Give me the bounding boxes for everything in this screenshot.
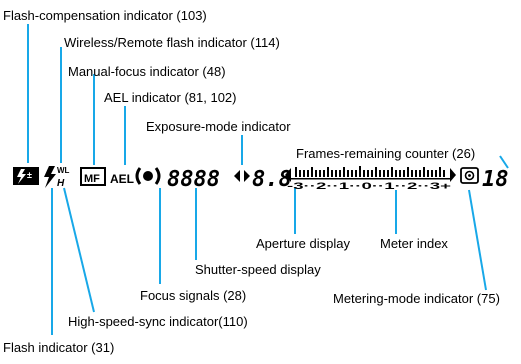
- wireless-remote-wl-text: WL: [57, 166, 70, 175]
- shutter-speed-digits: 8888: [167, 167, 220, 192]
- label-focus-signals: Focus signals (28): [140, 288, 246, 303]
- aperture-digits: 8.8: [252, 167, 292, 192]
- manual-focus-icon: [80, 167, 106, 186]
- leader-lines: [27, 24, 509, 335]
- label-wireless-remote: Wireless/Remote flash indicator (114): [64, 35, 280, 50]
- label-ael: AEL indicator (81, 102): [104, 90, 236, 105]
- metering-mode-icon: [460, 167, 479, 184]
- label-aperture-display: Aperture display: [256, 236, 350, 251]
- leader-high-speed-sync: [63, 187, 95, 313]
- label-flash-compensation: Flash-compensation indicator (103): [3, 8, 207, 23]
- manual-focus-mf-text: MF: [84, 173, 100, 185]
- label-shutter-speed: Shutter-speed display: [195, 262, 321, 277]
- label-manual-focus: Manual-focus indicator (48): [68, 64, 226, 79]
- label-high-speed-sync: High-speed-sync indicator(110): [68, 314, 248, 329]
- leader-frames-remaining: [499, 155, 509, 169]
- label-frames-remaining: Frames-remaining counter (26): [296, 146, 475, 161]
- exposure-mode-arrows-icon: [234, 170, 250, 182]
- focus-signals-icon: [135, 167, 161, 185]
- high-speed-sync-h-text: H: [57, 178, 65, 189]
- frames-remaining-digits: 18: [482, 167, 509, 192]
- label-exposure-mode: Exposure-mode indicator: [146, 119, 291, 134]
- viewfinder-lcd: ± WL H MF AEL 8888 8.8: [13, 166, 509, 192]
- label-flash-indicator: Flash indicator (31): [3, 340, 114, 355]
- leader-metering-mode: [468, 189, 487, 291]
- svg-text:±: ±: [27, 170, 32, 180]
- label-metering-mode: Metering-mode indicator (75): [333, 291, 500, 306]
- meter-index-bar: [285, 166, 456, 182]
- callout-labels: Flash-compensation indicator (103) Wirel…: [3, 8, 500, 355]
- ael-text: AEL: [110, 172, 134, 186]
- flash-bolt-icon: [44, 166, 56, 188]
- flash-compensation-icon: ±: [13, 167, 39, 185]
- label-meter-index: Meter index: [380, 236, 448, 251]
- meter-index-scale-text: -3··2··1··0··1··2··3+: [287, 181, 451, 191]
